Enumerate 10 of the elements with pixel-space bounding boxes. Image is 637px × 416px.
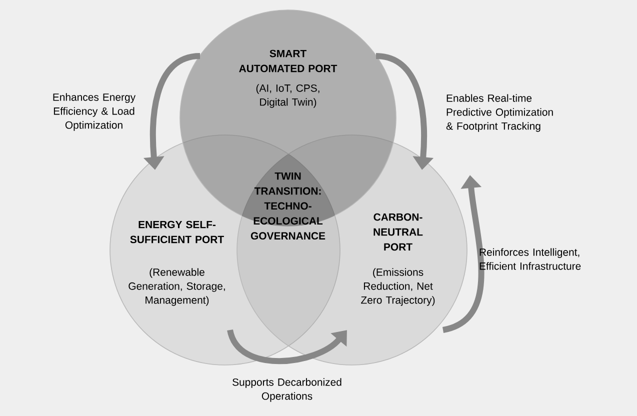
circle-label: ENERGY SELF-SUFFICIENT PORT (Renewable Generation, Storage, Management) (128, 220, 225, 306)
circle-label: CARBON-NEUTRAL PORT (Emissions Reduction, Net Zero Trajectory) (361, 213, 435, 306)
edge-label: Supports Decarbonized Operations (232, 378, 342, 402)
edge-label: Enhances Energy Efficiency & Load Optimization (53, 93, 136, 131)
circle-label: SMART AUTOMATED PORT (AI, IoT, CPS, Digital Twin) (239, 50, 338, 108)
curved-arrow (227, 329, 347, 364)
edge-label: Reinforces Intelligent, Efficient Infrastructure (480, 248, 581, 270)
edge-label: Enables Real-time Predictive Optimization & Footprint Tracking (446, 94, 553, 132)
overlap-region: TWIN TRANSITION: TECHNO-ECOLOGICAL GOVERNANCE (242, 154, 335, 240)
node-label: GOVERNANCE (250, 232, 326, 240)
